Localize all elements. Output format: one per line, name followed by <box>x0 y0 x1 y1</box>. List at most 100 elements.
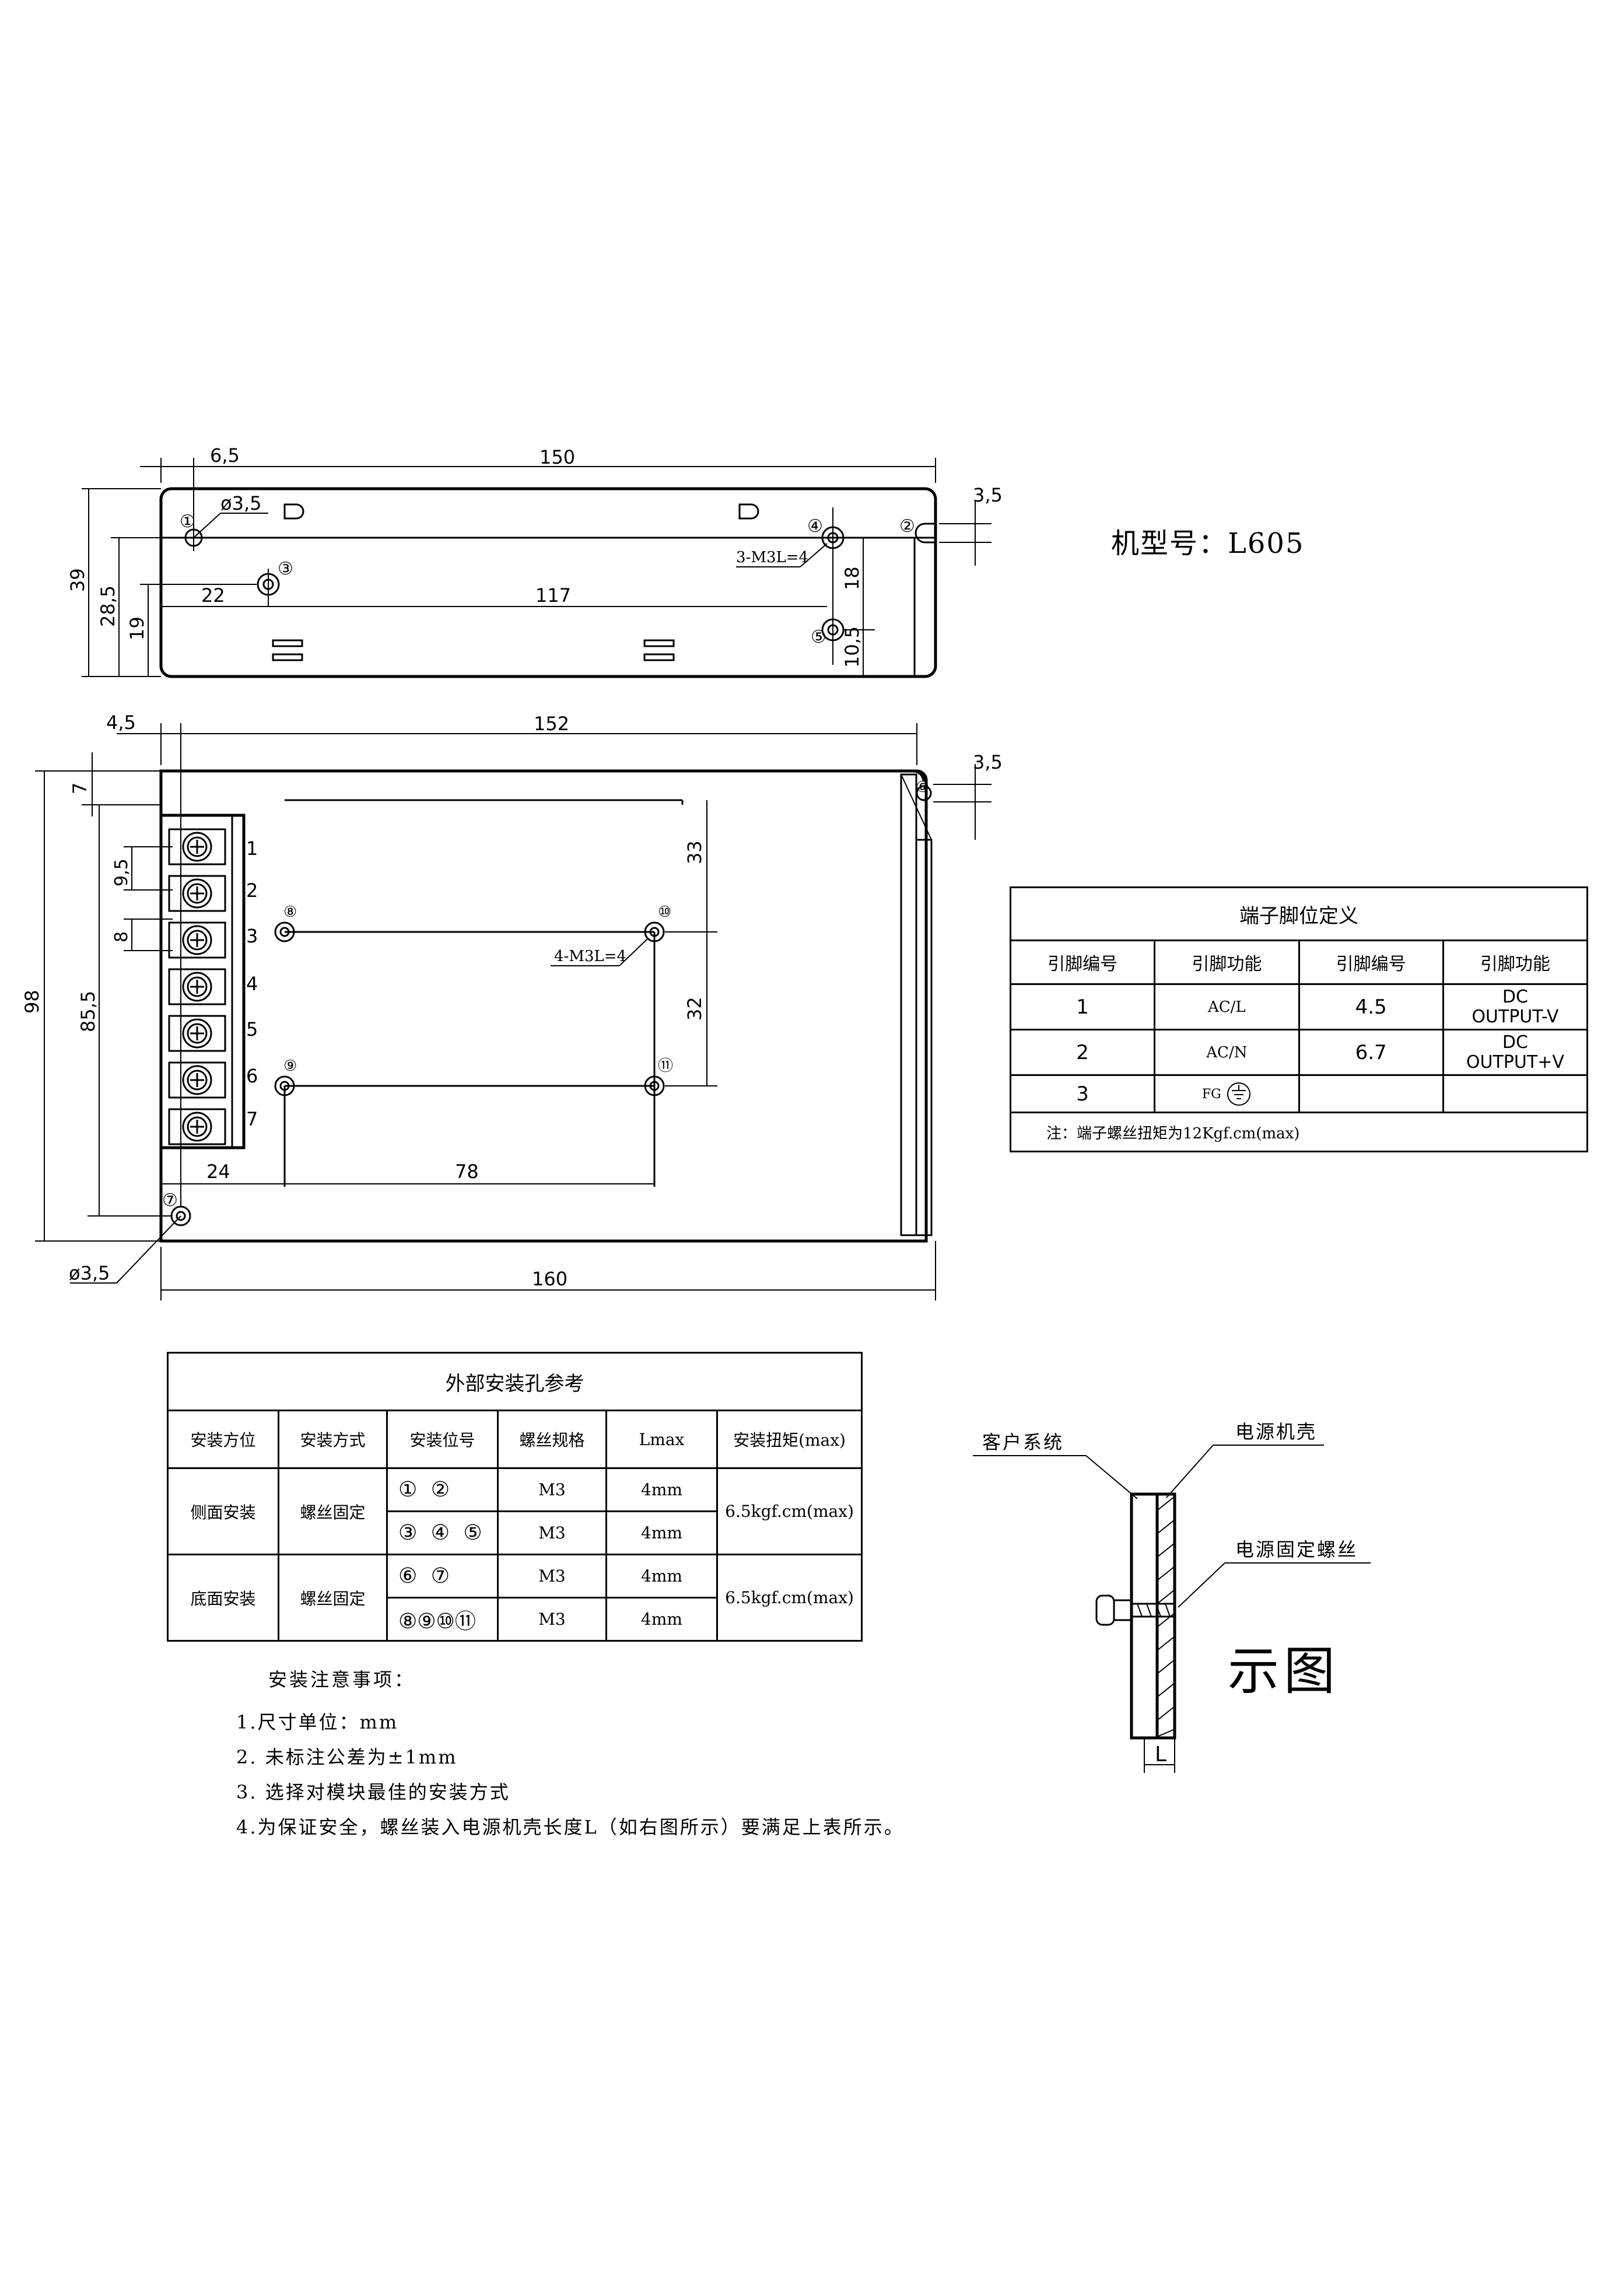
terminal-number: 5 <box>246 1018 258 1040</box>
hole-10-label: ⑩ <box>658 903 671 921</box>
terminal-number: 6 <box>246 1065 258 1087</box>
lmax-value: 4mm <box>605 1510 718 1555</box>
screw-thread <box>1137 1603 1143 1617</box>
terminal-screw-icon <box>182 972 212 1002</box>
pin-number: 4.5 <box>1298 983 1444 1030</box>
table-row: 侧面安装 螺丝固定 ① ② M3 4mm 6.5kgf.cm(max) <box>167 1467 863 1555</box>
pin-table-note: 注：端子螺丝扭矩为12Kgf.cm(max) <box>1010 1112 1588 1152</box>
dim-78: 78 <box>455 1161 479 1183</box>
terminal-slot <box>168 1061 226 1099</box>
mount-direction: 侧面安装 <box>167 1467 279 1555</box>
vent-shape <box>272 653 303 661</box>
dim-22: 22 <box>201 584 225 607</box>
hole-6-label: ⑥ <box>916 779 929 796</box>
screw-thread <box>1165 1603 1171 1617</box>
mount-table-title: 外部安装孔参考 <box>166 1352 863 1411</box>
terminal-number: 4 <box>246 973 258 995</box>
pin-function-text: FG <box>1201 1086 1221 1102</box>
pin-function: FG <box>1154 1074 1300 1113</box>
leader-line <box>1178 1562 1225 1608</box>
hole-8-shape <box>274 921 295 942</box>
hole-9-label: ⑨ <box>283 1057 297 1075</box>
mount-table-header: 安装方位 <box>167 1410 279 1469</box>
terminal-slot <box>168 968 226 1005</box>
mount-table-header: Lmax <box>605 1410 718 1469</box>
terminal-slot <box>168 875 226 912</box>
dim-phi-3-5: ø3,5 <box>220 492 261 514</box>
customer-system-label: 客户系统 <box>982 1431 1064 1453</box>
hole-8-inner <box>279 927 290 937</box>
l-label: L <box>1155 1743 1166 1766</box>
terminal-slot <box>168 1015 226 1052</box>
leader-line <box>193 513 221 538</box>
dim-9-5: 9,5 <box>111 858 132 886</box>
terminal-screw-inner <box>187 1116 208 1137</box>
mount-table-header: 安装方式 <box>278 1410 388 1469</box>
dim-24: 24 <box>206 1161 230 1183</box>
dim-19: 19 <box>126 616 148 640</box>
hole-7-label: ⑦ <box>162 1190 178 1211</box>
dim-18: 18 <box>841 566 863 590</box>
pin-function-line: DC <box>1502 1032 1528 1053</box>
vent-shape <box>643 639 675 647</box>
top-view-outline <box>159 487 937 678</box>
dim-39: 39 <box>66 568 89 592</box>
dim-3-5-bottom: 3,5 <box>973 751 1003 773</box>
hole-11-shape <box>644 1075 665 1096</box>
dim-28-5: 28,5 <box>97 586 119 627</box>
mount-positions: ⑥ ⑦ <box>386 1554 499 1599</box>
note-item: 4.为保证安全，螺丝装入电源机壳长度L（如右图所示）要满足上表所示。 <box>236 1816 905 1838</box>
lmax-value: 4mm <box>605 1597 718 1642</box>
terminal-screw-inner <box>187 1023 208 1044</box>
dim-8: 8 <box>111 931 132 942</box>
vent-shape <box>643 653 675 661</box>
note-item: 2. 未标注公差为±1mm <box>236 1746 458 1768</box>
lmax-value: 4mm <box>605 1554 718 1599</box>
pin-table-title: 端子脚位定义 <box>1010 886 1588 941</box>
screw-head <box>1095 1594 1115 1626</box>
pin-table-header: 引脚编号 <box>1009 940 1156 985</box>
mount-positions: ① ② <box>386 1467 499 1512</box>
pin-function-line: OUTPUT-V <box>1472 1006 1559 1027</box>
bottom-view-edge <box>161 769 926 782</box>
hole-11-inner <box>649 1081 660 1091</box>
dim-7: 7 <box>69 783 91 794</box>
dim-phi-3-5-bottom: ø3,5 <box>69 1262 110 1284</box>
hole-10-shape <box>644 921 665 942</box>
terminal-screw-icon <box>182 1018 212 1049</box>
fixing-screw-label: 电源固定螺丝 <box>1235 1538 1358 1561</box>
dim-117: 117 <box>535 584 571 607</box>
pin-function: AC/N <box>1154 1029 1300 1076</box>
terminal-group <box>168 828 226 1145</box>
diagram-caption: 示图 <box>1228 1641 1340 1701</box>
terminal-screw-icon <box>182 1065 212 1095</box>
table-row: 底面安装 螺丝固定 ⑥ ⑦ M3 4mm 6.5kgf.cm(max) <box>167 1554 863 1642</box>
dim-4-5: 4,5 <box>106 711 136 734</box>
slot-shape <box>738 503 759 520</box>
lmax-value: 4mm <box>605 1467 718 1512</box>
hole-1-label: ① <box>180 511 195 532</box>
leader-line <box>619 938 648 966</box>
screw-washer <box>1113 1599 1133 1621</box>
terminal-screw-inner <box>187 836 208 857</box>
pin-definition-table: 端子脚位定义 引脚编号 引脚功能 引脚编号 引脚功能 1 AC/L 4.5 DC… <box>1009 886 1589 1152</box>
hole-4-label: ④ <box>807 516 823 537</box>
mount-method: 螺丝固定 <box>278 1554 388 1642</box>
terminal-block-inner <box>160 814 233 1149</box>
leader-line <box>800 543 828 567</box>
terminal-screw-icon <box>182 1112 212 1142</box>
table-row: 3 FG <box>1009 1074 1589 1113</box>
hole-6-shape <box>916 785 932 801</box>
hole-7-inner <box>176 1211 186 1221</box>
pin-number <box>1298 1074 1444 1113</box>
side-rail <box>915 839 933 1236</box>
dim-98: 98 <box>21 990 43 1014</box>
terminal-screw-inner <box>187 883 208 904</box>
screw-spec: M3 <box>497 1467 607 1512</box>
psu-case-hatch <box>1157 1496 1175 1737</box>
mounting-side-diagram: L <box>973 1445 1371 1773</box>
hole-9-shape <box>274 1075 295 1096</box>
